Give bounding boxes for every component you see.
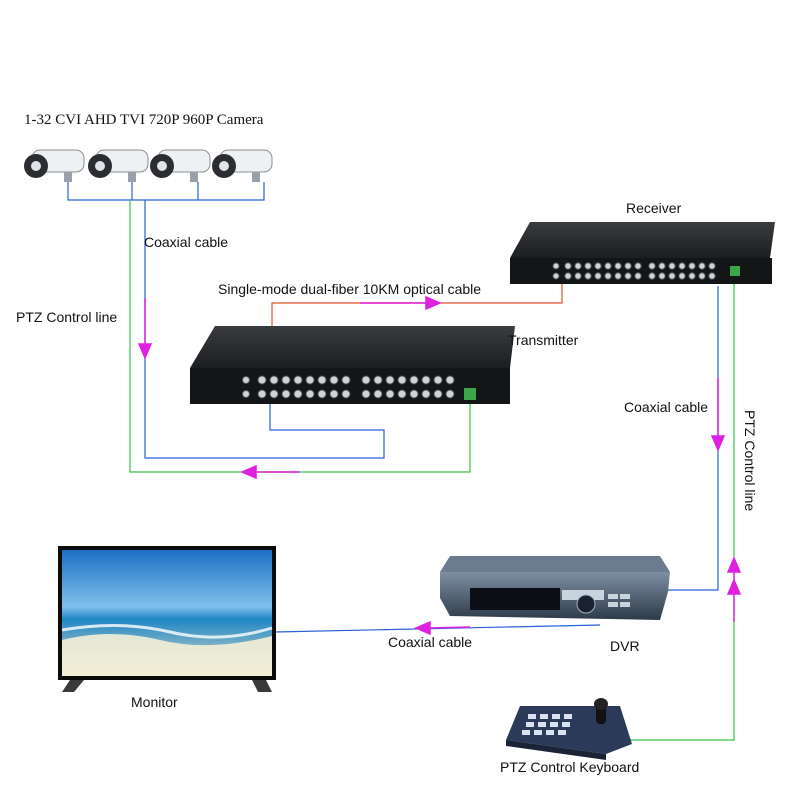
arrow-up-ptz-right-2 [726,578,742,622]
camera-coax-bus [67,182,265,201]
ptz-keyboard-icon [506,698,632,760]
arrow-down-coax-right [710,378,726,452]
camera-label: 1-32 CVI AHD TVI 720P 960P Camera [24,112,264,128]
arrow-left-ptz [240,464,300,480]
ptz-keyboard-label: PTZ Control Keyboard [500,759,640,775]
arrow-down-coax [137,298,153,360]
coax-cable-label-bottom: Coaxial cable [388,634,473,650]
ptz-line-right [612,280,735,741]
ptz-control-line-label-right: PTZ Control line [742,410,758,512]
coax-to-transmitter [144,200,385,459]
camera-group [24,149,273,182]
arrow-right-fiber [360,295,442,311]
transmitter-label: Transmitter [508,332,579,348]
monitor-label: Monitor [131,694,178,710]
receiver-label: Receiver [626,200,682,216]
camera-icon [212,149,273,182]
camera-icon [150,149,211,182]
camera-icon [24,149,85,182]
receiver-device-icon [510,222,775,284]
monitor-icon [58,546,276,692]
coax-cable-label-top: Coaxial cable [144,234,229,250]
coax-cable-label-right: Coaxial cable [624,399,709,415]
coax-receiver-to-dvr [668,286,719,591]
transmitter-device-icon [190,326,515,404]
ptz-control-line-label-left: PTZ Control line [16,309,118,325]
dvr-device-icon [440,556,670,620]
dvr-label: DVR [610,638,640,654]
camera-icon [88,149,149,182]
optical-cable-label: Single-mode dual-fiber 10KM optical cabl… [218,281,482,297]
arrow-left-coax-bottom [414,620,471,636]
